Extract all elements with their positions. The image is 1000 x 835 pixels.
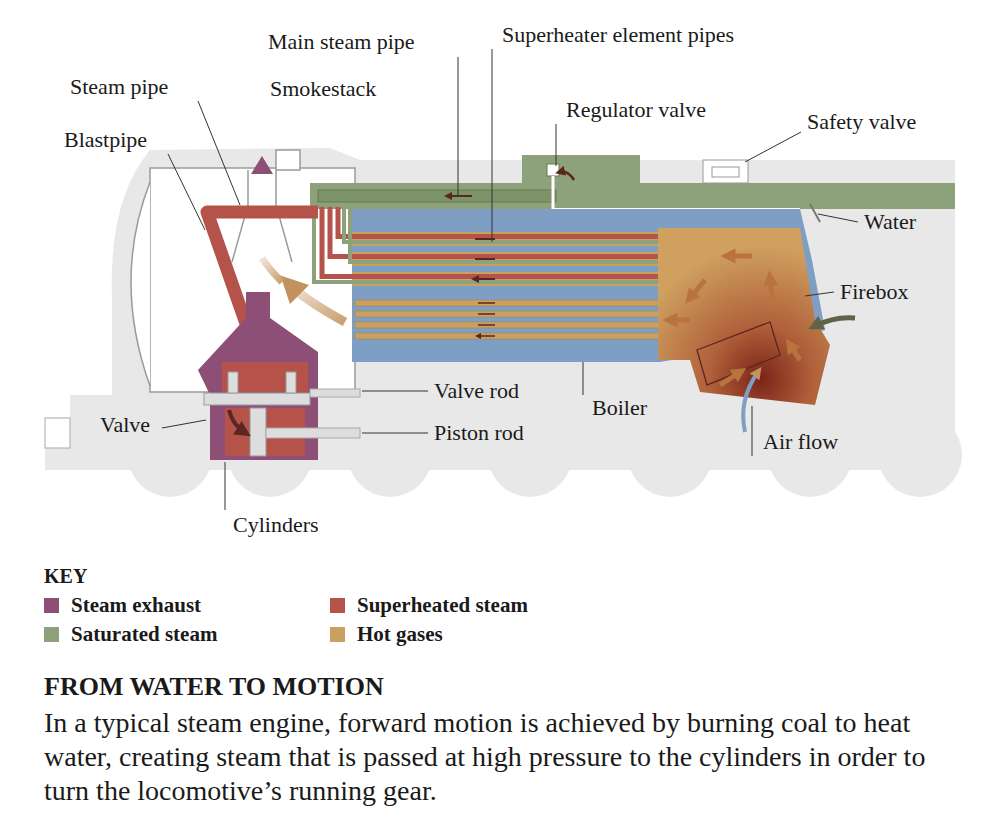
valve-head — [228, 372, 238, 393]
exhaust-arrow — [257, 172, 267, 280]
part-label: Smokestack — [270, 78, 376, 100]
diagram-title: FROM WATER TO MOTION — [44, 672, 384, 702]
part-label: Valve rod — [434, 380, 519, 402]
safety-valve — [712, 167, 739, 177]
legend-swatch — [44, 627, 59, 642]
piston-rod — [266, 428, 360, 438]
air-flow-arrow — [743, 372, 758, 432]
legend-text: Saturated steam — [71, 623, 217, 645]
part-label: Boiler — [592, 397, 647, 419]
legend-text: Steam exhaust — [71, 594, 201, 616]
leader-lines — [162, 49, 858, 510]
part-label: Water — [864, 211, 916, 233]
piston — [250, 408, 266, 456]
part-label: Air flow — [763, 431, 838, 453]
part-label: Superheater element pipes — [502, 24, 734, 46]
legend-item: Steam exhaust — [44, 594, 201, 616]
legend-swatch — [330, 627, 345, 642]
superheater-elements — [314, 207, 662, 286]
part-label: Valve — [100, 414, 150, 436]
steam-dome — [522, 155, 640, 186]
buffer — [45, 418, 70, 448]
steam-flow-arrow — [448, 195, 472, 197]
valve-rod — [310, 389, 360, 397]
part-label: Firebox — [840, 281, 908, 303]
air-flow-arrow — [815, 318, 855, 326]
steam-space — [310, 183, 955, 209]
part-label: Safety valve — [807, 111, 916, 133]
part-label: Piston rod — [434, 422, 524, 444]
key-heading: KEY — [44, 565, 87, 587]
steam-flow-arrow — [229, 410, 244, 432]
gas-flow-arrow — [290, 285, 345, 322]
grate — [697, 322, 780, 385]
valve-chest — [222, 362, 308, 392]
legend-item: Superheated steam — [330, 594, 528, 616]
legend-text: Hot gases — [357, 623, 443, 645]
steam-flow-arrow — [560, 172, 574, 180]
part-label: Blastpipe — [64, 129, 147, 151]
legend-swatch — [44, 598, 59, 613]
valve-head — [286, 372, 296, 393]
valve — [204, 393, 310, 405]
regulator-rod — [552, 176, 555, 209]
part-label: Cylinders — [233, 514, 319, 536]
diagram-caption: In a typical steam engine, forward motio… — [44, 706, 959, 808]
legend-swatch — [330, 598, 345, 613]
firebox — [658, 228, 830, 405]
part-label: Steam pipe — [70, 76, 168, 98]
part-label: Main steam pipe — [268, 31, 415, 53]
locomotive-silhouette — [45, 148, 962, 497]
smokebox-door — [131, 182, 150, 386]
legend-item: Saturated steam — [44, 623, 217, 645]
part-label: Regulator valve — [566, 99, 706, 121]
fire-tubes — [355, 300, 660, 339]
regulator-valve — [547, 164, 559, 176]
hot-gas-arrows — [670, 256, 800, 385]
main-steam-pipe — [318, 190, 556, 202]
safety-valve — [703, 160, 748, 183]
legend-text: Superheated steam — [357, 594, 528, 616]
chimney-top — [276, 150, 300, 170]
water-gauge — [810, 204, 820, 222]
exhaust-arrow — [251, 156, 273, 174]
legend-item: Hot gases — [330, 623, 443, 645]
